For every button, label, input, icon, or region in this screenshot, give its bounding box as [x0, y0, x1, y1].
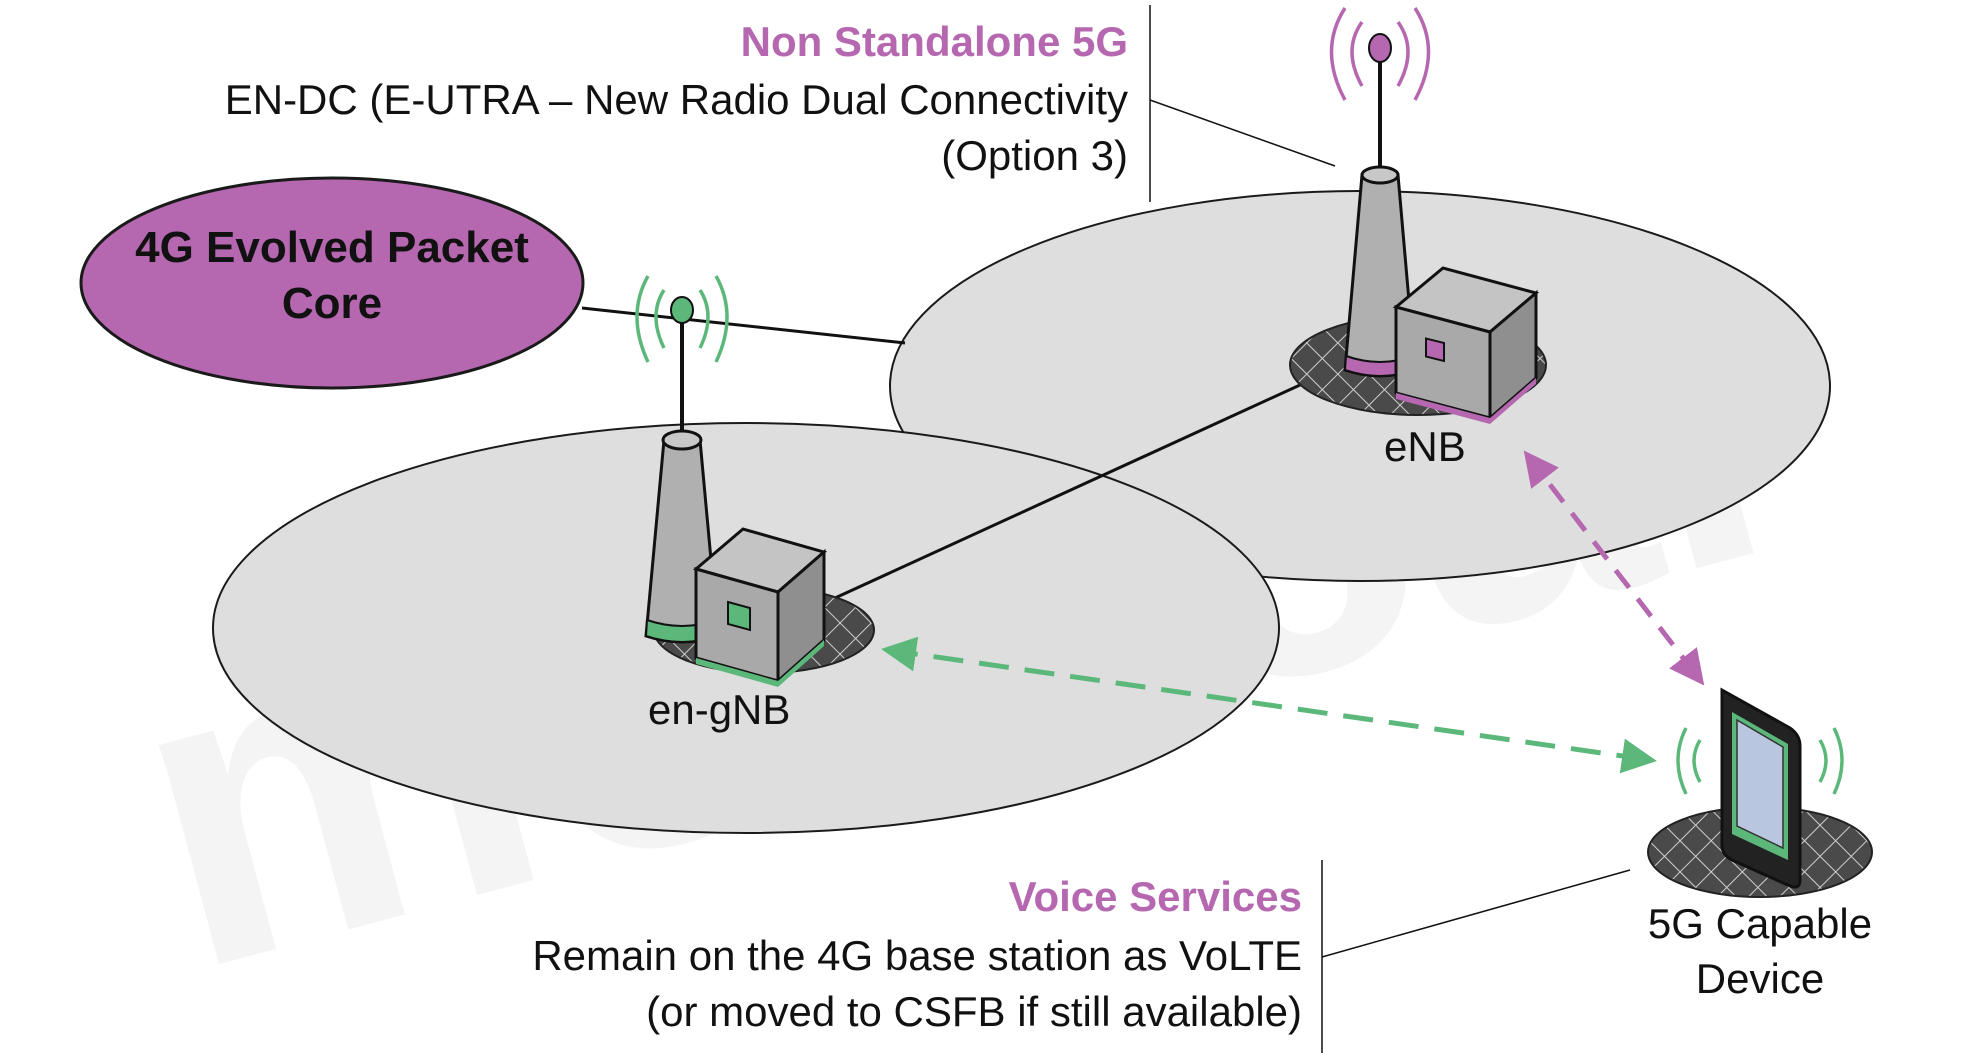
- engnb-antenna-icon: [670, 296, 694, 324]
- evolved-packet-core-node: [79, 176, 585, 390]
- core-to-enb-link: [581, 306, 906, 345]
- enb-label: eNB: [1384, 423, 1466, 470]
- engnb-label: en-gNB: [648, 686, 791, 733]
- device-to-enb-arrow: [1523, 450, 1705, 686]
- device-label-line1: 5G Capable: [1647, 900, 1873, 947]
- device-radio-waves-icon: [1676, 727, 1844, 795]
- nsa-leader-line: [1149, 99, 1336, 167]
- engnb-radio-waves-icon: [635, 275, 729, 363]
- enb-unit-indicator: [1425, 337, 1445, 363]
- device-to-engnb-arrow: [881, 636, 1657, 774]
- voice-leader-line: [1321, 869, 1631, 958]
- enb-base-station: [1289, 7, 1547, 424]
- core-label-line2: Core: [281, 279, 383, 328]
- engnb-to-enb-link: [834, 383, 1301, 600]
- engnb-unit-indicator: [727, 600, 751, 632]
- voice-description-line2: (or moved to CSFB if still available): [646, 988, 1302, 1035]
- evolved-packet-core-label: 4G Evolved Packet Core: [82, 220, 582, 332]
- enb-antenna-icon: [1368, 33, 1392, 63]
- device-label-line2: Device: [1695, 955, 1825, 1002]
- voice-description-line1: Remain on the 4G base station as VoLTE: [532, 932, 1302, 979]
- voice-title: Voice Services: [1008, 873, 1302, 920]
- nsa-description-line2: (Option 3): [941, 132, 1128, 179]
- 5g-capable-device: [1647, 687, 1873, 898]
- engnb-base-station: [635, 275, 875, 687]
- nsa-description-line1: EN-DC (E-UTRA – New Radio Dual Connectiv…: [224, 76, 1128, 123]
- nsa-title: Non Standalone 5G: [740, 18, 1128, 65]
- enb-radio-waves-icon: [1329, 7, 1431, 101]
- core-label-line1: 4G Evolved Packet: [135, 223, 529, 272]
